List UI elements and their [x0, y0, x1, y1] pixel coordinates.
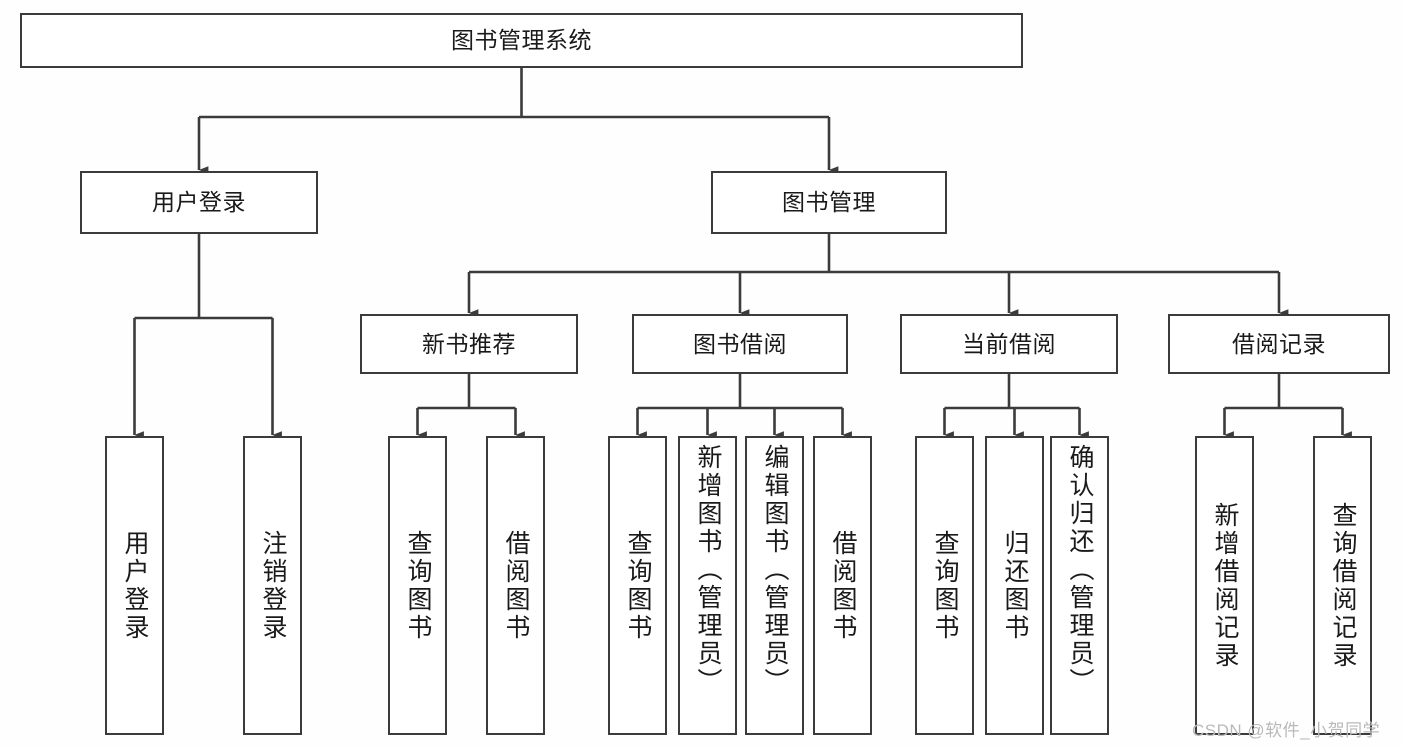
node-leaf-q3[interactable]: 查询图书 — [915, 436, 974, 735]
node-leaf-edit[interactable]: 编辑图书（管理员） — [745, 436, 804, 735]
node-leaf-qrec[interactable]: 查询借阅记录 — [1313, 436, 1372, 735]
node-label: 查询图书 — [404, 529, 432, 642]
node-label: 借阅记录 — [1232, 330, 1326, 357]
node-leaf-return[interactable]: 归还图书 — [985, 436, 1044, 735]
node-leaf-q2[interactable]: 查询图书 — [608, 436, 667, 735]
edge-group — [133, 68, 1352, 439]
node-leaf-addrec[interactable]: 新增借阅记录 — [1195, 436, 1254, 735]
node-login[interactable]: 用户登录 — [80, 171, 318, 234]
node-root[interactable]: 图书管理系统 — [20, 13, 1023, 68]
node-borrow[interactable]: 图书借阅 — [632, 314, 848, 374]
node-label: 查询图书 — [931, 529, 959, 642]
node-label: 查询借阅记录 — [1329, 501, 1357, 670]
node-label: 当前借阅 — [962, 330, 1056, 357]
node-label: 图书管理 — [782, 189, 876, 216]
node-label: 查询图书 — [624, 529, 652, 642]
node-leaf-logout[interactable]: 注销登录 — [243, 436, 302, 735]
node-label: 图书管理系统 — [451, 27, 592, 54]
node-label: 注销登录 — [259, 529, 287, 642]
node-current[interactable]: 当前借阅 — [900, 314, 1118, 374]
node-leaf-add[interactable]: 新增图书（管理员） — [678, 436, 737, 735]
node-label: 归还图书 — [1001, 529, 1029, 642]
node-label: 用户登录 — [121, 529, 149, 642]
node-label: 新书推荐 — [422, 330, 516, 357]
node-label: 用户登录 — [152, 189, 246, 216]
node-bookmgmt[interactable]: 图书管理 — [711, 171, 947, 234]
node-leaf-login[interactable]: 用户登录 — [105, 436, 164, 735]
node-label: 编辑图书（管理员） — [761, 444, 789, 696]
node-label: 借阅图书 — [829, 529, 857, 642]
node-label: 图书借阅 — [693, 330, 787, 357]
watermark: CSDN @软件_小贺同学 — [1192, 721, 1381, 740]
node-newbook[interactable]: 新书推荐 — [360, 314, 578, 374]
node-record[interactable]: 借阅记录 — [1168, 314, 1390, 374]
node-label: 借阅图书 — [502, 529, 530, 642]
node-leaf-b2[interactable]: 借阅图书 — [813, 436, 872, 735]
node-leaf-conf[interactable]: 确认归还（管理员） — [1050, 436, 1109, 735]
node-leaf-q1[interactable]: 查询图书 — [388, 436, 447, 735]
node-label: 新增图书（管理员） — [694, 444, 722, 696]
node-label: 确认归还（管理员） — [1066, 444, 1094, 696]
node-leaf-b1[interactable]: 借阅图书 — [486, 436, 545, 735]
node-label: 新增借阅记录 — [1211, 501, 1239, 670]
